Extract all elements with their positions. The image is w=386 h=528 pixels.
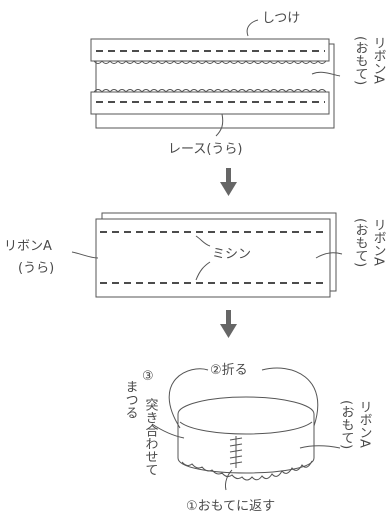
label-ribbon-a-front-2: リボンA xyxy=(371,218,386,266)
label-ribbon-a-front-paren-3: (おもて) xyxy=(339,400,354,449)
fold-arc-right xyxy=(261,367,319,427)
arrow-down-icon xyxy=(220,168,237,196)
lace-bottom-scallop xyxy=(93,89,327,93)
leader-ribbon-a-front-step3 xyxy=(299,445,341,449)
step2-figure: ミシン リボンA (うら) (おもて) リボンA xyxy=(4,212,386,298)
leader-lace xyxy=(215,113,224,137)
label-ribbon-a-back: リボンA xyxy=(4,239,52,254)
lace-bottom-strip xyxy=(90,91,330,115)
label-ribbon-a-back-paren: (うら) xyxy=(18,261,54,276)
leader-machine-top xyxy=(195,235,211,247)
lace-top-strip xyxy=(90,38,330,62)
arrow-down-icon xyxy=(220,310,237,338)
label-ribbon-a-front-paren-2: (おもて) xyxy=(353,218,368,267)
label-ribbon-a-front-3: リボンA xyxy=(357,400,372,448)
ring-body xyxy=(177,414,315,474)
leader-ribbon-a-back xyxy=(71,251,99,259)
leader-blind-stitch xyxy=(151,423,185,439)
label-machine: ミシン xyxy=(212,247,251,262)
lace-top-scallop xyxy=(93,60,327,64)
label-lace-back: レース(うら) xyxy=(168,142,243,157)
leader-turn-out xyxy=(225,469,233,491)
leader-basting xyxy=(246,19,259,37)
leader-ribbon-a-front-step2 xyxy=(315,252,343,259)
label-turn-out: ①おもてに返す xyxy=(186,499,275,514)
ring-lace-scallop xyxy=(181,460,313,481)
leader-machine-bottom xyxy=(195,261,211,281)
step3-figure: ②折る ③ 突き合わせて まつる ①おもてに返す (おもて) リボンA xyxy=(123,363,372,514)
whip-stitch-marks xyxy=(229,437,243,465)
fold-arc-left xyxy=(168,368,209,429)
leader-ribbon-a-step1 xyxy=(311,71,341,77)
label-blind-stitch: 突き合わせて xyxy=(143,397,159,476)
label-ribbon-a-front-paren: (おもて) xyxy=(353,36,368,85)
label-blind-stitch-2: まつる xyxy=(123,380,138,419)
label-basting: しつけ xyxy=(262,11,300,26)
label-ribbon-a-front: リボンA xyxy=(371,36,386,84)
label-fold: ②折る xyxy=(210,363,248,378)
ring-inner-edge xyxy=(179,421,313,435)
step1-figure: しつけ レース(うら) (おもて) リボンA xyxy=(90,11,386,157)
label-blind-stitch-num: ③ xyxy=(142,369,154,384)
